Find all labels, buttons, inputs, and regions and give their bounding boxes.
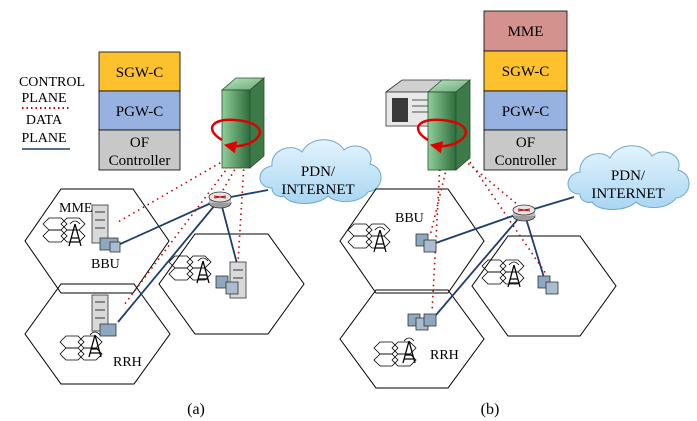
panel-b-cluster-3 <box>373 341 417 367</box>
panel-b-control-links <box>429 159 547 313</box>
panel-b-of-controller-block <box>483 129 568 171</box>
panel-b-cluster-2 <box>481 259 525 285</box>
panel-b-caption: (b) <box>481 401 500 418</box>
panel-b-pgw-c-label: PGW-C <box>502 104 550 120</box>
panel-a-tower-3-icon <box>88 331 102 358</box>
panel-b-control-stack: MME SGW-C PGW-C OF Controller <box>483 10 568 171</box>
panel-a-bbu-rack-3-icon <box>91 294 117 337</box>
panel-b-rrh-label: RRH <box>430 348 459 363</box>
panel-b-tower-1-icon <box>373 226 387 253</box>
panel-a-of-controller-block <box>98 129 181 171</box>
panel-a-rrh-label: RRH <box>113 355 142 370</box>
panel-a-rotation-arrow-icon <box>210 118 262 154</box>
panel-a-bbu-label: BBU <box>91 257 120 272</box>
panel-b-cloud-line1: PDN/ <box>611 168 646 184</box>
panel-a-pgw-c-label: PGW-C <box>116 104 164 120</box>
panel-a-ctrl-to-bbu1 <box>117 159 226 223</box>
panel-b-tower-3-icon <box>402 337 416 364</box>
panel-b-bbu-unit-3-icon <box>407 313 437 331</box>
panel-a-small-cell-clusters <box>42 217 212 361</box>
panel-a-ctrl-to-bbu2 <box>237 163 245 264</box>
panel-b-bbu-unit-1-icon <box>415 233 437 253</box>
panel-b-towers <box>373 226 521 364</box>
panel-a-caption: (a) <box>187 401 205 418</box>
panel-b-router-icon <box>512 204 536 222</box>
panel-a-controller-server-icon <box>220 77 266 169</box>
panel-b-ctrl-to-bbu1 <box>429 161 449 237</box>
panel-b: MME SGW-C PGW-C OF Controller <box>339 10 690 418</box>
panel-a-controller-line1: OF <box>130 135 149 151</box>
panel-b-cell-right <box>471 235 617 337</box>
legend-control-line1: CONTROL <box>19 75 85 90</box>
panel-a-towers <box>68 220 210 358</box>
panel-a-tower-2-icon <box>196 257 210 284</box>
panel-a-cell-upper-left <box>24 188 170 294</box>
panel-a-ctrl-to-bbu3 <box>123 161 233 306</box>
panel-a-cluster-2 <box>168 255 212 281</box>
panel-b-sgw-c-label: SGW-C <box>502 64 550 80</box>
panel-b-cluster-1 <box>347 223 391 249</box>
panel-a-cluster-1 <box>42 217 86 243</box>
panel-b-bbu-unit-2-icon <box>537 275 559 295</box>
panel-a-router-icon <box>208 191 232 209</box>
panel-b-controller-server-icon <box>426 79 472 171</box>
panel-b-cloud-line2: INTERNET <box>591 186 664 202</box>
panel-a-tower-1-icon <box>68 220 82 247</box>
panel-a: SGW-C PGW-C OF Controller <box>24 51 382 418</box>
panel-b-controller-line1: OF <box>516 135 535 151</box>
panel-b-link-router-bbu3 <box>429 211 525 323</box>
panel-b-pgw-c-block <box>483 90 568 131</box>
panel-b-controller-line2: Controller <box>495 153 557 169</box>
panel-b-sgw-c-block <box>483 50 568 92</box>
panel-b-link-router-bbu2 <box>523 211 547 285</box>
panel-a-cloud-line2: INTERNET <box>281 182 354 198</box>
legend-data-line1: DATA <box>26 113 63 128</box>
panel-b-cells <box>339 188 617 389</box>
panel-b-tower-2-icon <box>507 261 521 288</box>
panel-a-link-bbu1-router <box>117 198 221 246</box>
legend: CONTROL PLANE DATA PLANE <box>19 75 85 150</box>
legend-control-line2: PLANE <box>21 91 66 106</box>
panel-a-bbu-rack-1-icon <box>91 204 121 253</box>
legend-data-line2: PLANE <box>21 131 66 146</box>
panel-b-data-links <box>429 196 575 323</box>
panel-b-cell-upper-left <box>339 188 485 294</box>
panel-b-cell-lower <box>339 289 485 389</box>
panel-b-cloud-icon: PDN/ INTERNET <box>567 145 690 210</box>
panel-a-mme-label: MME <box>59 201 92 216</box>
panel-a-cloud-line1: PDN/ <box>301 164 336 180</box>
panel-b-bbu-label: BBU <box>395 211 424 226</box>
panel-a-control-stack: SGW-C PGW-C OF Controller <box>98 51 181 171</box>
panel-a-cell-right <box>158 233 305 335</box>
panel-b-ctrl-to-bbu2 <box>469 161 547 275</box>
panel-a-cloud-icon: PDN/ INTERNET <box>259 139 382 204</box>
panel-b-rotation-arrow-icon <box>416 118 468 154</box>
panel-b-ctrl-to-router <box>463 159 519 206</box>
panel-a-sgw-c-label: SGW-C <box>116 65 164 81</box>
panel-a-link-router-bbu3 <box>117 198 221 323</box>
panel-a-pgw-c-block <box>98 90 181 131</box>
panel-a-cell-lower <box>24 283 171 385</box>
panel-b-small-cell-clusters <box>347 223 525 367</box>
panel-a-cluster-3 <box>59 335 103 361</box>
panel-a-bbu-rack-2-icon <box>215 261 247 299</box>
panel-a-controller-line2: Controller <box>109 153 171 169</box>
panel-a-cells <box>24 188 305 385</box>
panel-b-mme-label: MME <box>508 24 544 40</box>
